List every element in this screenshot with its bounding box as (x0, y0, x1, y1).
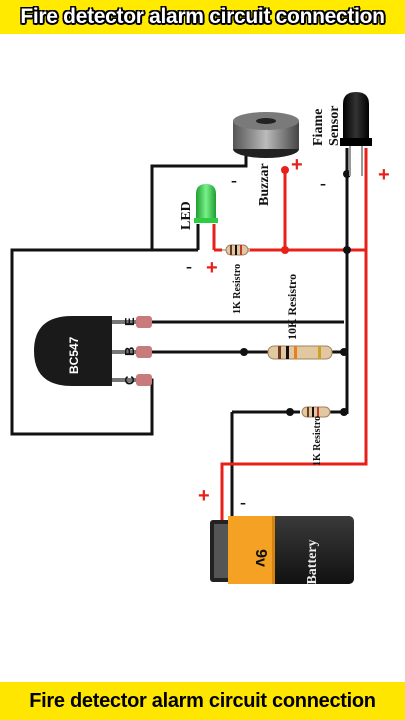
bottom-title: Fire detector alarm circuit connection (29, 689, 376, 712)
battery-voltage: 9v (252, 549, 269, 567)
resistor-10k-label: 10K Resistro (285, 274, 299, 340)
resistor-1k-bottom-label: 1K Resistro (312, 416, 323, 466)
flame-sensor-label-2: Sensor (327, 106, 342, 146)
top-title: Fire detector alarm circuit connection (20, 5, 385, 28)
transistor-label: BC547 (67, 336, 81, 374)
led-minus: - (186, 256, 192, 276)
pin-e-label: E (122, 317, 137, 326)
led-plus: + (206, 257, 218, 279)
flame-sensor-plus: + (378, 164, 390, 186)
flame-sensor: Fiame Sensor - + (311, 92, 390, 193)
resistor-1k-top-label: 1K Resistro (232, 264, 243, 314)
buzzer-label: Buzzar (257, 163, 272, 206)
battery-plus: + (198, 485, 210, 507)
pin-c-label: C (122, 375, 137, 385)
buzzer: Buzzar - + (231, 112, 303, 206)
pin-b-label: B (122, 347, 137, 356)
led: LED - + (179, 184, 218, 279)
top-title-banner: Fire detector alarm circuit connection (0, 0, 405, 34)
circuit-diagram: Fiame Sensor - + Buzzar - + LED - + 1K R… (10, 92, 390, 585)
junction-dots (240, 166, 351, 416)
flame-sensor-label-1: Fiame (311, 109, 326, 146)
battery-9v: + - 9v Battery (198, 485, 354, 585)
resistor-10k: 10K Resistro (267, 274, 333, 360)
flame-sensor-minus: - (320, 173, 326, 193)
resistor-1k-top: 1K Resistro (222, 244, 250, 314)
transistor-bc547: BC547 E B C (34, 316, 152, 386)
led-label: LED (179, 201, 194, 230)
battery-minus: - (240, 492, 246, 512)
bottom-title-banner: Fire detector alarm circuit connection (0, 682, 405, 720)
battery-label: Battery (305, 539, 320, 584)
buzzer-plus: + (291, 154, 303, 176)
resistor-1k-bottom: 1K Resistro (301, 406, 331, 466)
buzzer-minus: - (231, 170, 237, 190)
